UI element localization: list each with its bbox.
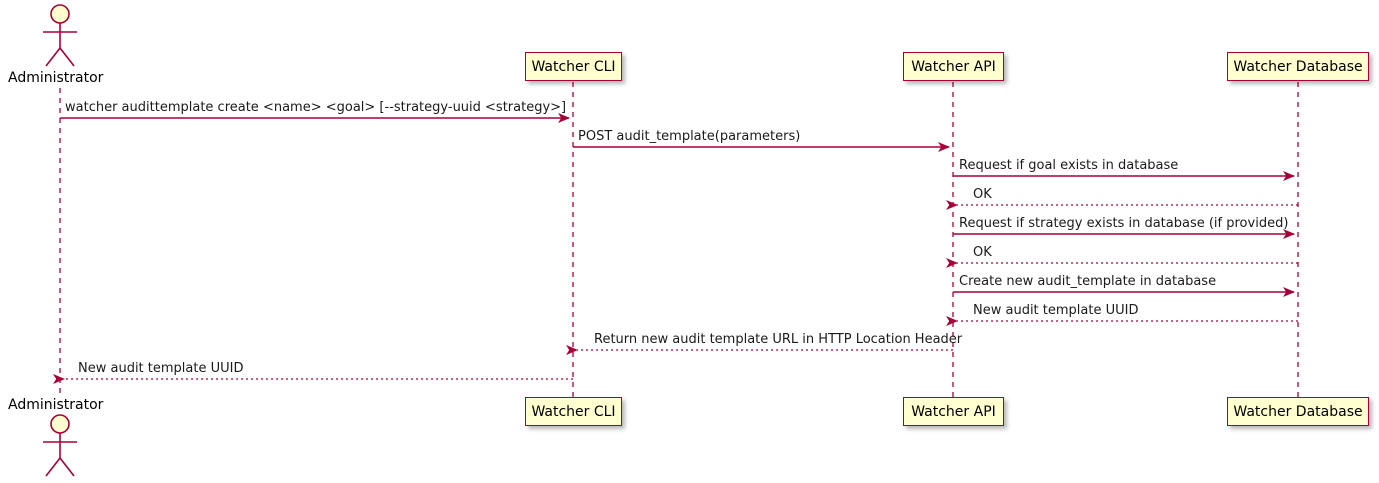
message-label-4: OK [973, 187, 992, 202]
participant-label-watcher-cli: Watcher CLI [531, 58, 616, 75]
participant-box-watcher-database-bottom[interactable]: Watcher Database [1227, 397, 1369, 426]
message-label-6: OK [973, 245, 992, 260]
message-label-7: Create new audit_template in database [959, 274, 1217, 289]
participant-box-watcher-api-top[interactable]: Watcher API [903, 52, 1004, 81]
message-label-9: Return new audit template URL in HTTP Lo… [594, 332, 963, 347]
message-label-1: watcher audittemplate create <name> <goa… [65, 100, 567, 115]
message-label-2: POST audit_template(parameters) [578, 129, 801, 144]
actor-administrator-bottom [43, 414, 77, 477]
participant-box-watcher-cli-bottom[interactable]: Watcher CLI [525, 397, 622, 426]
message-label-5: Request if strategy exists in database (… [959, 216, 1289, 231]
actor-label-administrator-top: Administrator [8, 70, 104, 86]
message-label-3: Request if goal exists in database [959, 158, 1179, 173]
actor-administrator-top [43, 4, 77, 67]
message-arrows [53, 113, 1298, 384]
participant-label-watcher-cli-bottom: Watcher CLI [531, 403, 616, 420]
participant-box-watcher-cli-top[interactable]: Watcher CLI [525, 52, 622, 81]
message-label-8: New audit template UUID [973, 303, 1139, 318]
lifelines [59, 82, 1299, 397]
participant-label-watcher-api-bottom: Watcher API [911, 403, 996, 420]
message-label-10: New audit template UUID [78, 361, 244, 376]
actor-label-administrator-bottom: Administrator [8, 397, 104, 413]
participant-label-watcher-database: Watcher Database [1233, 58, 1363, 75]
participant-label-watcher-database-bottom: Watcher Database [1233, 403, 1363, 420]
participant-box-watcher-database-top[interactable]: Watcher Database [1227, 52, 1369, 81]
participant-label-watcher-api: Watcher API [911, 58, 996, 75]
participant-box-watcher-api-bottom[interactable]: Watcher API [903, 397, 1004, 426]
